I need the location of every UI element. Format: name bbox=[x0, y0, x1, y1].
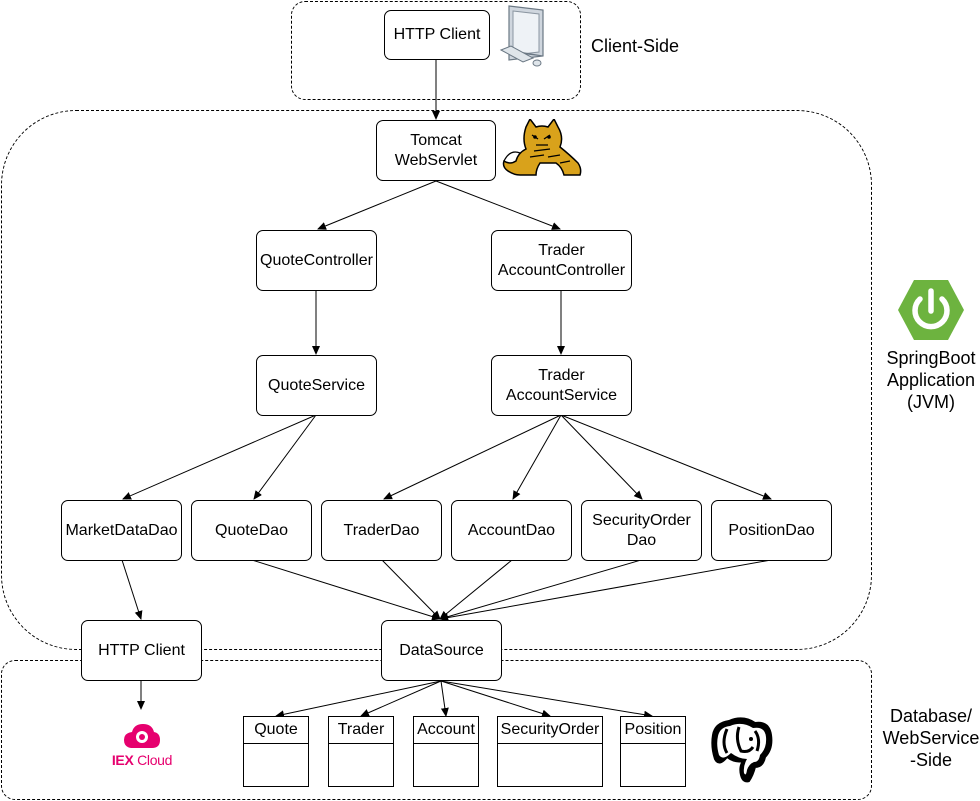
arrow-quote-service-to-quote-dao bbox=[253, 414, 317, 500]
tomcat-icon bbox=[502, 119, 582, 176]
client-side-label: Client-Side bbox=[590, 36, 680, 56]
http-client-bottom-node: HTTP Client bbox=[81, 620, 202, 681]
arrow-datasource-to-trader-table bbox=[360, 680, 442, 717]
table-account-title: Account bbox=[414, 717, 478, 744]
position-dao-node: PositionDao bbox=[711, 500, 832, 561]
trader-account-controller-node: Trader AccountController bbox=[491, 230, 632, 291]
spring-boot-region bbox=[1, 110, 872, 650]
arrow-marketdata-dao-to-http-client bbox=[121, 559, 143, 620]
iex-cloud-icon bbox=[124, 724, 160, 748]
iex-cloud-wordmark: IEX Cloud bbox=[111, 752, 173, 768]
arrow-quote-service-to-marketdata-dao bbox=[122, 414, 317, 500]
table-trader: Trader bbox=[328, 716, 394, 787]
spring-power-icon bbox=[898, 280, 964, 340]
arrow-tomcat-to-quote-controller bbox=[317, 180, 437, 230]
arrow-account-dao-to-datasource bbox=[439, 559, 513, 620]
tomcat-webservlet-node: Tomcat WebServlet bbox=[376, 120, 496, 181]
table-trader-title: Trader bbox=[329, 717, 393, 744]
arrow-trader-service-to-account-dao bbox=[512, 414, 562, 500]
table-position-title: Position bbox=[621, 717, 685, 744]
arrow-datasource-to-securityorder-table bbox=[440, 680, 551, 718]
computer-icon bbox=[499, 5, 544, 67]
iex-wordmark-suffix: Cloud bbox=[137, 752, 173, 768]
postgresql-elephant-icon bbox=[711, 717, 773, 783]
arrow-securityorder-dao-to-datasource bbox=[439, 559, 642, 621]
database-label: Database/ WebService -Side bbox=[882, 706, 980, 770]
table-securityorder: SecurityOrder bbox=[497, 716, 603, 787]
arrow-datasource-to-account-table bbox=[440, 680, 449, 717]
iex-cloud-logo: IEX Cloud bbox=[104, 722, 180, 768]
table-quote: Quote bbox=[243, 716, 309, 787]
datasource-node: DataSource bbox=[381, 620, 502, 681]
arrow-datasource-to-position-table bbox=[440, 680, 653, 719]
trader-account-service-node: Trader AccountService bbox=[491, 355, 632, 416]
account-dao-node: AccountDao bbox=[451, 500, 572, 561]
table-securityorder-title: SecurityOrder bbox=[498, 717, 602, 744]
arrow-trader-service-to-trader-dao bbox=[383, 414, 562, 500]
quote-dao-node: QuoteDao bbox=[191, 500, 312, 561]
trader-dao-node: TraderDao bbox=[321, 500, 442, 561]
security-order-dao-node: SecurityOrder Dao bbox=[581, 500, 702, 561]
spring-boot-label: SpringBoot Application (JVM) bbox=[886, 348, 976, 412]
iex-wordmark-prefix: IEX bbox=[111, 752, 134, 768]
arrow-tomcat-to-trader-controller bbox=[435, 180, 561, 230]
market-data-dao-node: MarketDataDao bbox=[61, 500, 182, 561]
arrow-datasource-to-quote-table bbox=[275, 680, 442, 719]
quote-controller-node: QuoteController bbox=[256, 230, 377, 291]
arrow-position-dao-to-datasource bbox=[439, 559, 772, 622]
arrow-quote-dao-to-datasource bbox=[251, 559, 441, 621]
table-account: Account bbox=[413, 716, 479, 787]
connector-arrows bbox=[121, 60, 772, 719]
table-position: Position bbox=[620, 716, 686, 787]
http-client-top-node: HTTP Client bbox=[384, 10, 490, 60]
arrow-trader-service-to-position-dao bbox=[560, 414, 772, 500]
quote-service-node: QuoteService bbox=[256, 355, 377, 416]
arrow-trader-service-to-securityorder-dao bbox=[560, 414, 643, 500]
client-side-region bbox=[291, 1, 581, 100]
table-quote-title: Quote bbox=[244, 717, 308, 744]
arrow-trader-dao-to-datasource bbox=[381, 559, 441, 620]
